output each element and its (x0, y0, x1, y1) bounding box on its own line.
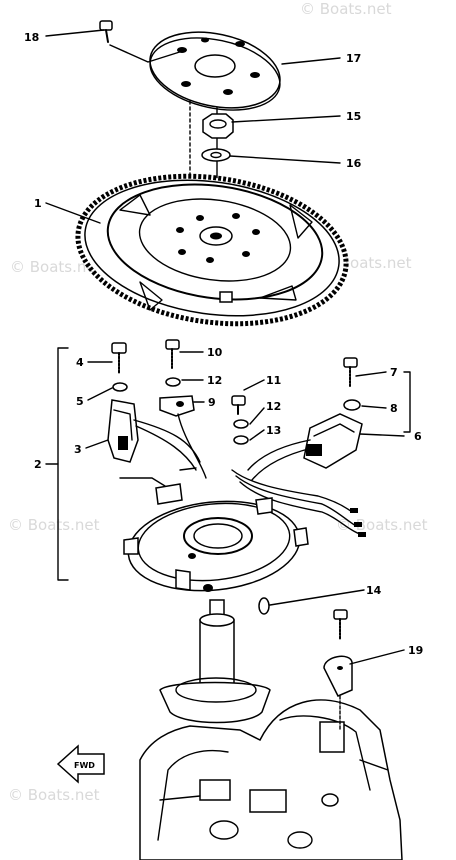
callout-8: 8 (390, 402, 398, 415)
washer-12a (165, 377, 181, 387)
bolt-4 (111, 342, 127, 375)
callout-12-upper: 12 (207, 374, 222, 387)
wire-harness (119, 413, 366, 537)
callout-12-lower: 12 (266, 400, 281, 413)
callout-2: 2 (34, 458, 42, 471)
callout-leaders (45, 29, 405, 665)
watermark-top: © Boats.net (300, 0, 392, 18)
bracket-2 (57, 347, 69, 581)
fwd-label: FWD (74, 761, 95, 770)
callout-15: 15 (346, 110, 361, 123)
crankshaft (159, 599, 271, 724)
stator-base-2 (123, 483, 309, 592)
callout-11: 11 (266, 374, 281, 387)
callout-14: 14 (366, 584, 382, 597)
flywheel-magneto (75, 173, 349, 327)
screw-11 (231, 395, 246, 415)
flywheel-cover-plate (149, 31, 281, 111)
pulser-coil-3 (107, 399, 139, 463)
callout-9: 9 (208, 396, 216, 409)
callout-6: 6 (414, 430, 422, 443)
clamp-19 (323, 655, 353, 697)
callout-7: 7 (390, 366, 398, 379)
watermark-mid-left: © Boats.net (8, 516, 100, 534)
washer-13 (233, 435, 249, 445)
washer-5 (112, 382, 128, 392)
screw-10 (165, 339, 180, 369)
callout-13: 13 (266, 424, 281, 437)
washer-8 (343, 399, 361, 411)
callout-5: 5 (76, 395, 84, 408)
key-14 (258, 597, 270, 615)
washer-12b (233, 419, 249, 429)
callout-16: 16 (346, 157, 362, 170)
callout-4: 4 (76, 356, 84, 369)
callout-3: 3 (74, 443, 82, 456)
clamp-9 (159, 395, 195, 417)
callout-17: 17 (346, 52, 361, 65)
callout-18: 18 (24, 31, 39, 44)
watermark-mid-right: © Boats.net (336, 516, 428, 534)
charge-coil-6 (303, 413, 363, 469)
callout-labels: 18 17 15 16 1 4 5 3 2 10 12 9 11 12 13 7… (24, 31, 423, 657)
callout-1: 1 (34, 197, 42, 210)
bolt-7 (343, 357, 358, 387)
forward-direction-arrow: FWD (56, 744, 105, 784)
callout-10: 10 (207, 346, 223, 359)
bracket-6 (403, 371, 411, 433)
nut-15 (202, 113, 234, 139)
watermark-upper-left: © Boats.net (10, 258, 102, 276)
watermark-bottom-left: © Boats.net (8, 786, 100, 804)
washer-16 (201, 148, 231, 162)
callout-19: 19 (408, 644, 423, 657)
crankcase (139, 695, 403, 860)
screw-18 (99, 20, 187, 63)
screw-19 (333, 609, 348, 641)
